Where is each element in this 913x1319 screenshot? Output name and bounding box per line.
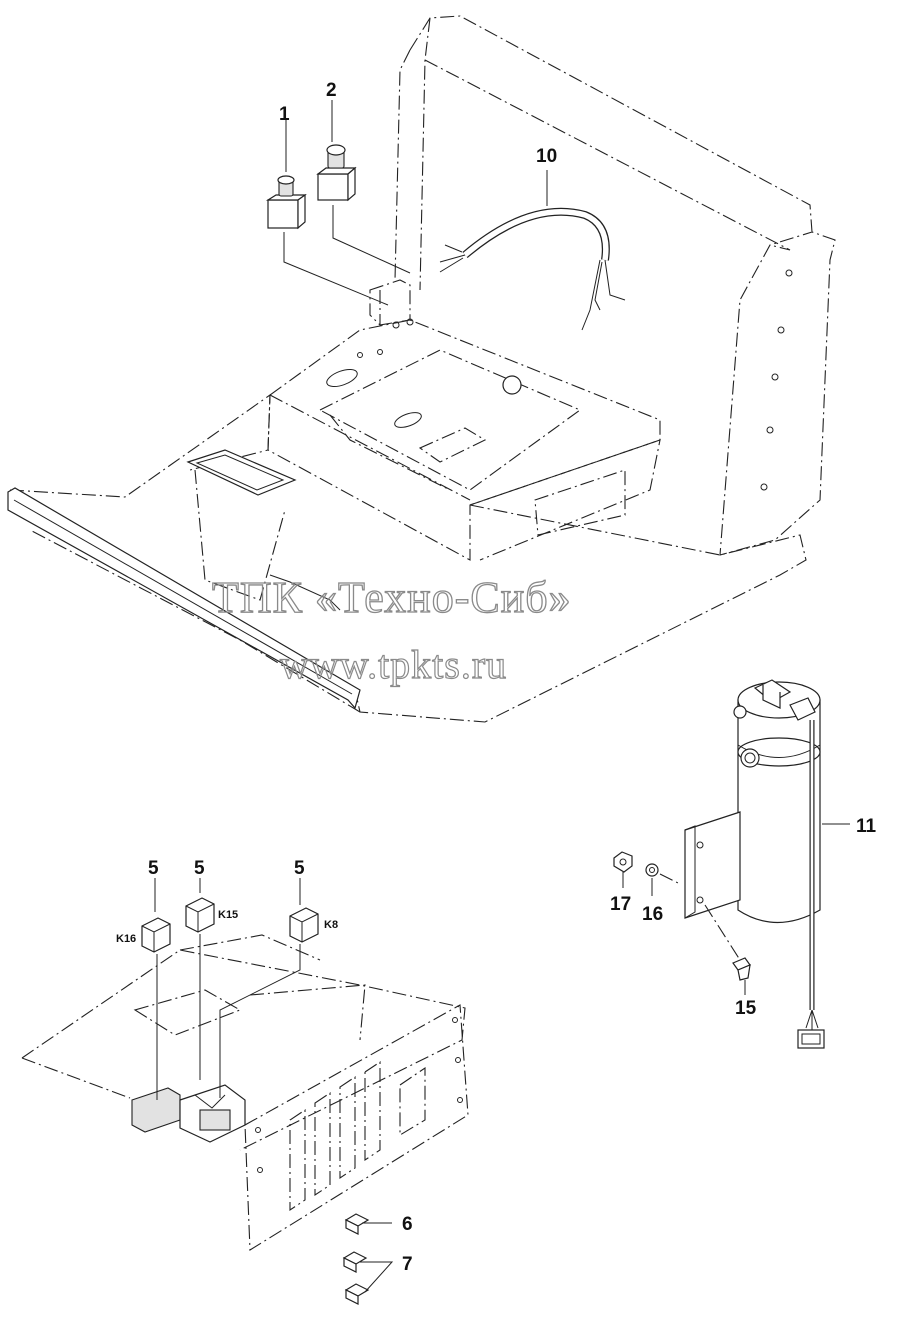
receiver-drier-11 xyxy=(684,679,850,1049)
cab-floor-assembly xyxy=(7,15,836,723)
hardware-15-16-17 xyxy=(613,851,751,995)
fuse-7 xyxy=(342,1251,394,1305)
relay-k8 xyxy=(219,878,319,1098)
callout-10: 10 xyxy=(536,146,557,167)
callout-6: 6 xyxy=(402,1214,413,1235)
callout-5b: 5 xyxy=(194,858,205,879)
callout-7: 7 xyxy=(402,1254,413,1275)
switch-1 xyxy=(265,120,389,306)
callout-11: 11 xyxy=(856,816,877,837)
watermark-line1: ТПК «Техно-Сиб» xyxy=(212,573,572,622)
relay-k16 xyxy=(141,878,171,1100)
wire-harness-10 xyxy=(439,170,626,331)
callout-5a: 5 xyxy=(148,858,159,879)
relay-label-k8: K8 xyxy=(324,919,338,931)
relay-label-k15: K15 xyxy=(218,909,238,921)
switch-2 xyxy=(316,100,411,274)
callout-1: 1 xyxy=(279,104,290,125)
relay-k15 xyxy=(185,878,215,1080)
watermark-line2: www.tpkts.ru xyxy=(280,642,507,687)
callout-2: 2 xyxy=(326,80,337,101)
callout-5c: 5 xyxy=(294,858,305,879)
callout-16: 16 xyxy=(642,904,663,925)
relay-label-k16: K16 xyxy=(116,933,136,945)
relay-panel-assembly xyxy=(21,934,469,1251)
callout-17: 17 xyxy=(610,894,631,915)
fuse-6 xyxy=(344,1213,392,1235)
callout-15: 15 xyxy=(735,998,757,1019)
